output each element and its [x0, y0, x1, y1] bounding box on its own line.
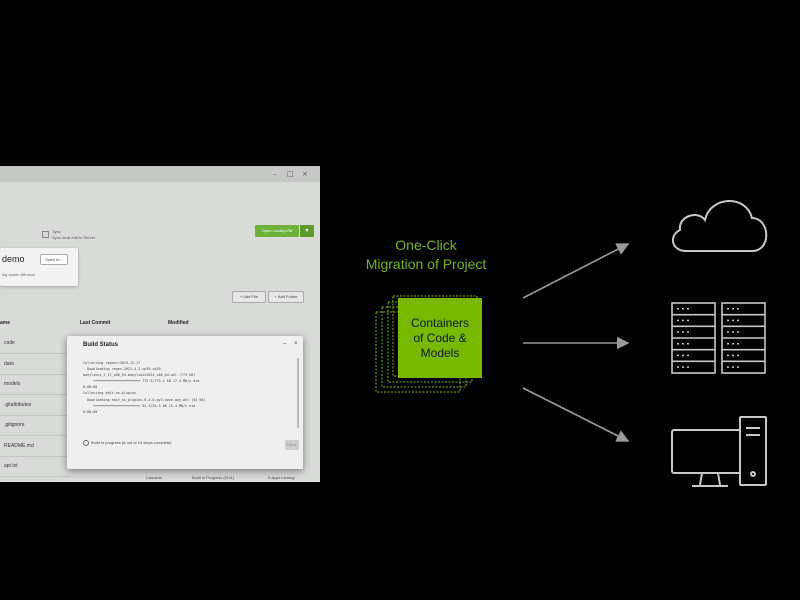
chevron-down-icon[interactable]: ▾	[300, 225, 314, 237]
breadcrumb-title: Sync	[52, 229, 61, 234]
headline-line-1: One-Click	[395, 237, 457, 253]
minimize-button[interactable]: –	[273, 170, 277, 178]
maximize-button[interactable]: □	[287, 170, 294, 178]
file-row-divider	[0, 435, 70, 436]
open-locally-button[interactable]: Open Locally/VM	[255, 225, 299, 237]
dialog-title: Build Status	[83, 342, 119, 348]
status-bar: Cascade Build in Progress (6/14) 5 apps …	[140, 474, 320, 482]
column-header-last-commit: Last Commit	[80, 320, 111, 326]
window-titlebar: – □ ×	[0, 166, 320, 182]
containers-line-3: Models	[420, 345, 460, 360]
build-status-dialog: Build Status – × Collecting regex>=2019.…	[67, 336, 303, 469]
file-row-divider	[0, 373, 70, 375]
arrow-to-cloud	[522, 243, 630, 299]
arrow-to-desktop	[522, 387, 630, 442]
file-row-divider	[0, 394, 70, 395]
dialog-minimize-button[interactable]: –	[283, 341, 287, 347]
build-log: Collecting regex>=2019.12.17 Downloading…	[83, 360, 283, 415]
cloud-icon	[671, 200, 768, 252]
log-line: 0:00:00	[83, 409, 98, 414]
file-row-divider	[0, 476, 70, 477]
log-line: manylinux_2_17_x86_64.manylinux2014_x86_…	[83, 373, 196, 378]
log-line: Collecting regex>=2019.12.17	[83, 361, 141, 365]
column-header-name: ame	[0, 320, 11, 326]
file-row-divider	[0, 353, 70, 354]
add-file-button[interactable]: + Add File	[232, 291, 266, 303]
progress-radio[interactable]	[83, 440, 89, 446]
migration-headline: One-Click Migration of Project	[320, 236, 532, 274]
file-item[interactable]: README.md	[4, 442, 34, 449]
open-in-button[interactable]: Open in...	[40, 254, 68, 265]
file-item[interactable]: models	[4, 381, 21, 387]
file-row-divider	[0, 414, 70, 416]
progress-label: Build in progress (6 out of 14 steps com…	[91, 440, 172, 445]
add-folder-button[interactable]: + Add Folder	[268, 291, 304, 303]
file-item[interactable]: code	[4, 340, 15, 346]
log-scrollbar[interactable]	[297, 358, 299, 428]
headline-line-2: Migration of Project	[365, 256, 487, 272]
file-item[interactable]: data	[4, 360, 14, 367]
project-card: demo Open in... ing stable diffusion	[0, 248, 78, 286]
done-button[interactable]: Done	[285, 440, 299, 450]
file-item[interactable]: .gitignore	[4, 422, 25, 428]
file-item[interactable]: .gitattributes	[4, 401, 32, 408]
breadcrumb-subtitle: Sync local edit to Server	[52, 235, 96, 240]
sync-icon	[42, 231, 49, 238]
dialog-close-button[interactable]: ×	[294, 341, 298, 347]
log-line: ━━━━━━━━━━━━━━━━━━━━━━━ 54.3/54.3 kB 15.…	[83, 403, 196, 408]
log-line: Downloading regex-2022.4.2-cp39-cp39-	[83, 367, 163, 372]
file-item[interactable]: apt.txt	[4, 463, 18, 469]
project-title: demo	[2, 254, 25, 264]
log-line: Collecting edit-as-plugins	[83, 391, 137, 396]
status-build[interactable]: Build in Progress (6/14)	[192, 475, 234, 480]
desktop-computer-icon	[671, 416, 767, 487]
status-apps[interactable]: 5 apps running	[268, 475, 295, 480]
log-line: 0:00:00	[83, 385, 98, 390]
containers-box: Containers of Code & Models	[398, 298, 482, 378]
status-cascade[interactable]: Cascade	[146, 475, 162, 480]
column-header-modified: Modified	[168, 320, 189, 326]
containers-line-2: of Code &	[413, 330, 467, 345]
containers-line-1: Containers	[410, 315, 470, 330]
log-line: ━━━━━━━━━━━━━━━━━━━━━━━ 772.3/773.2 kB 1…	[83, 379, 200, 384]
project-subtitle: ing stable diffusion	[2, 272, 36, 277]
file-row-divider	[0, 455, 70, 457]
close-button[interactable]: ×	[302, 170, 308, 178]
server-rack-icon	[671, 302, 766, 374]
log-line: Downloading edit_as_plugins-0.4.0-py3-no…	[83, 397, 206, 402]
